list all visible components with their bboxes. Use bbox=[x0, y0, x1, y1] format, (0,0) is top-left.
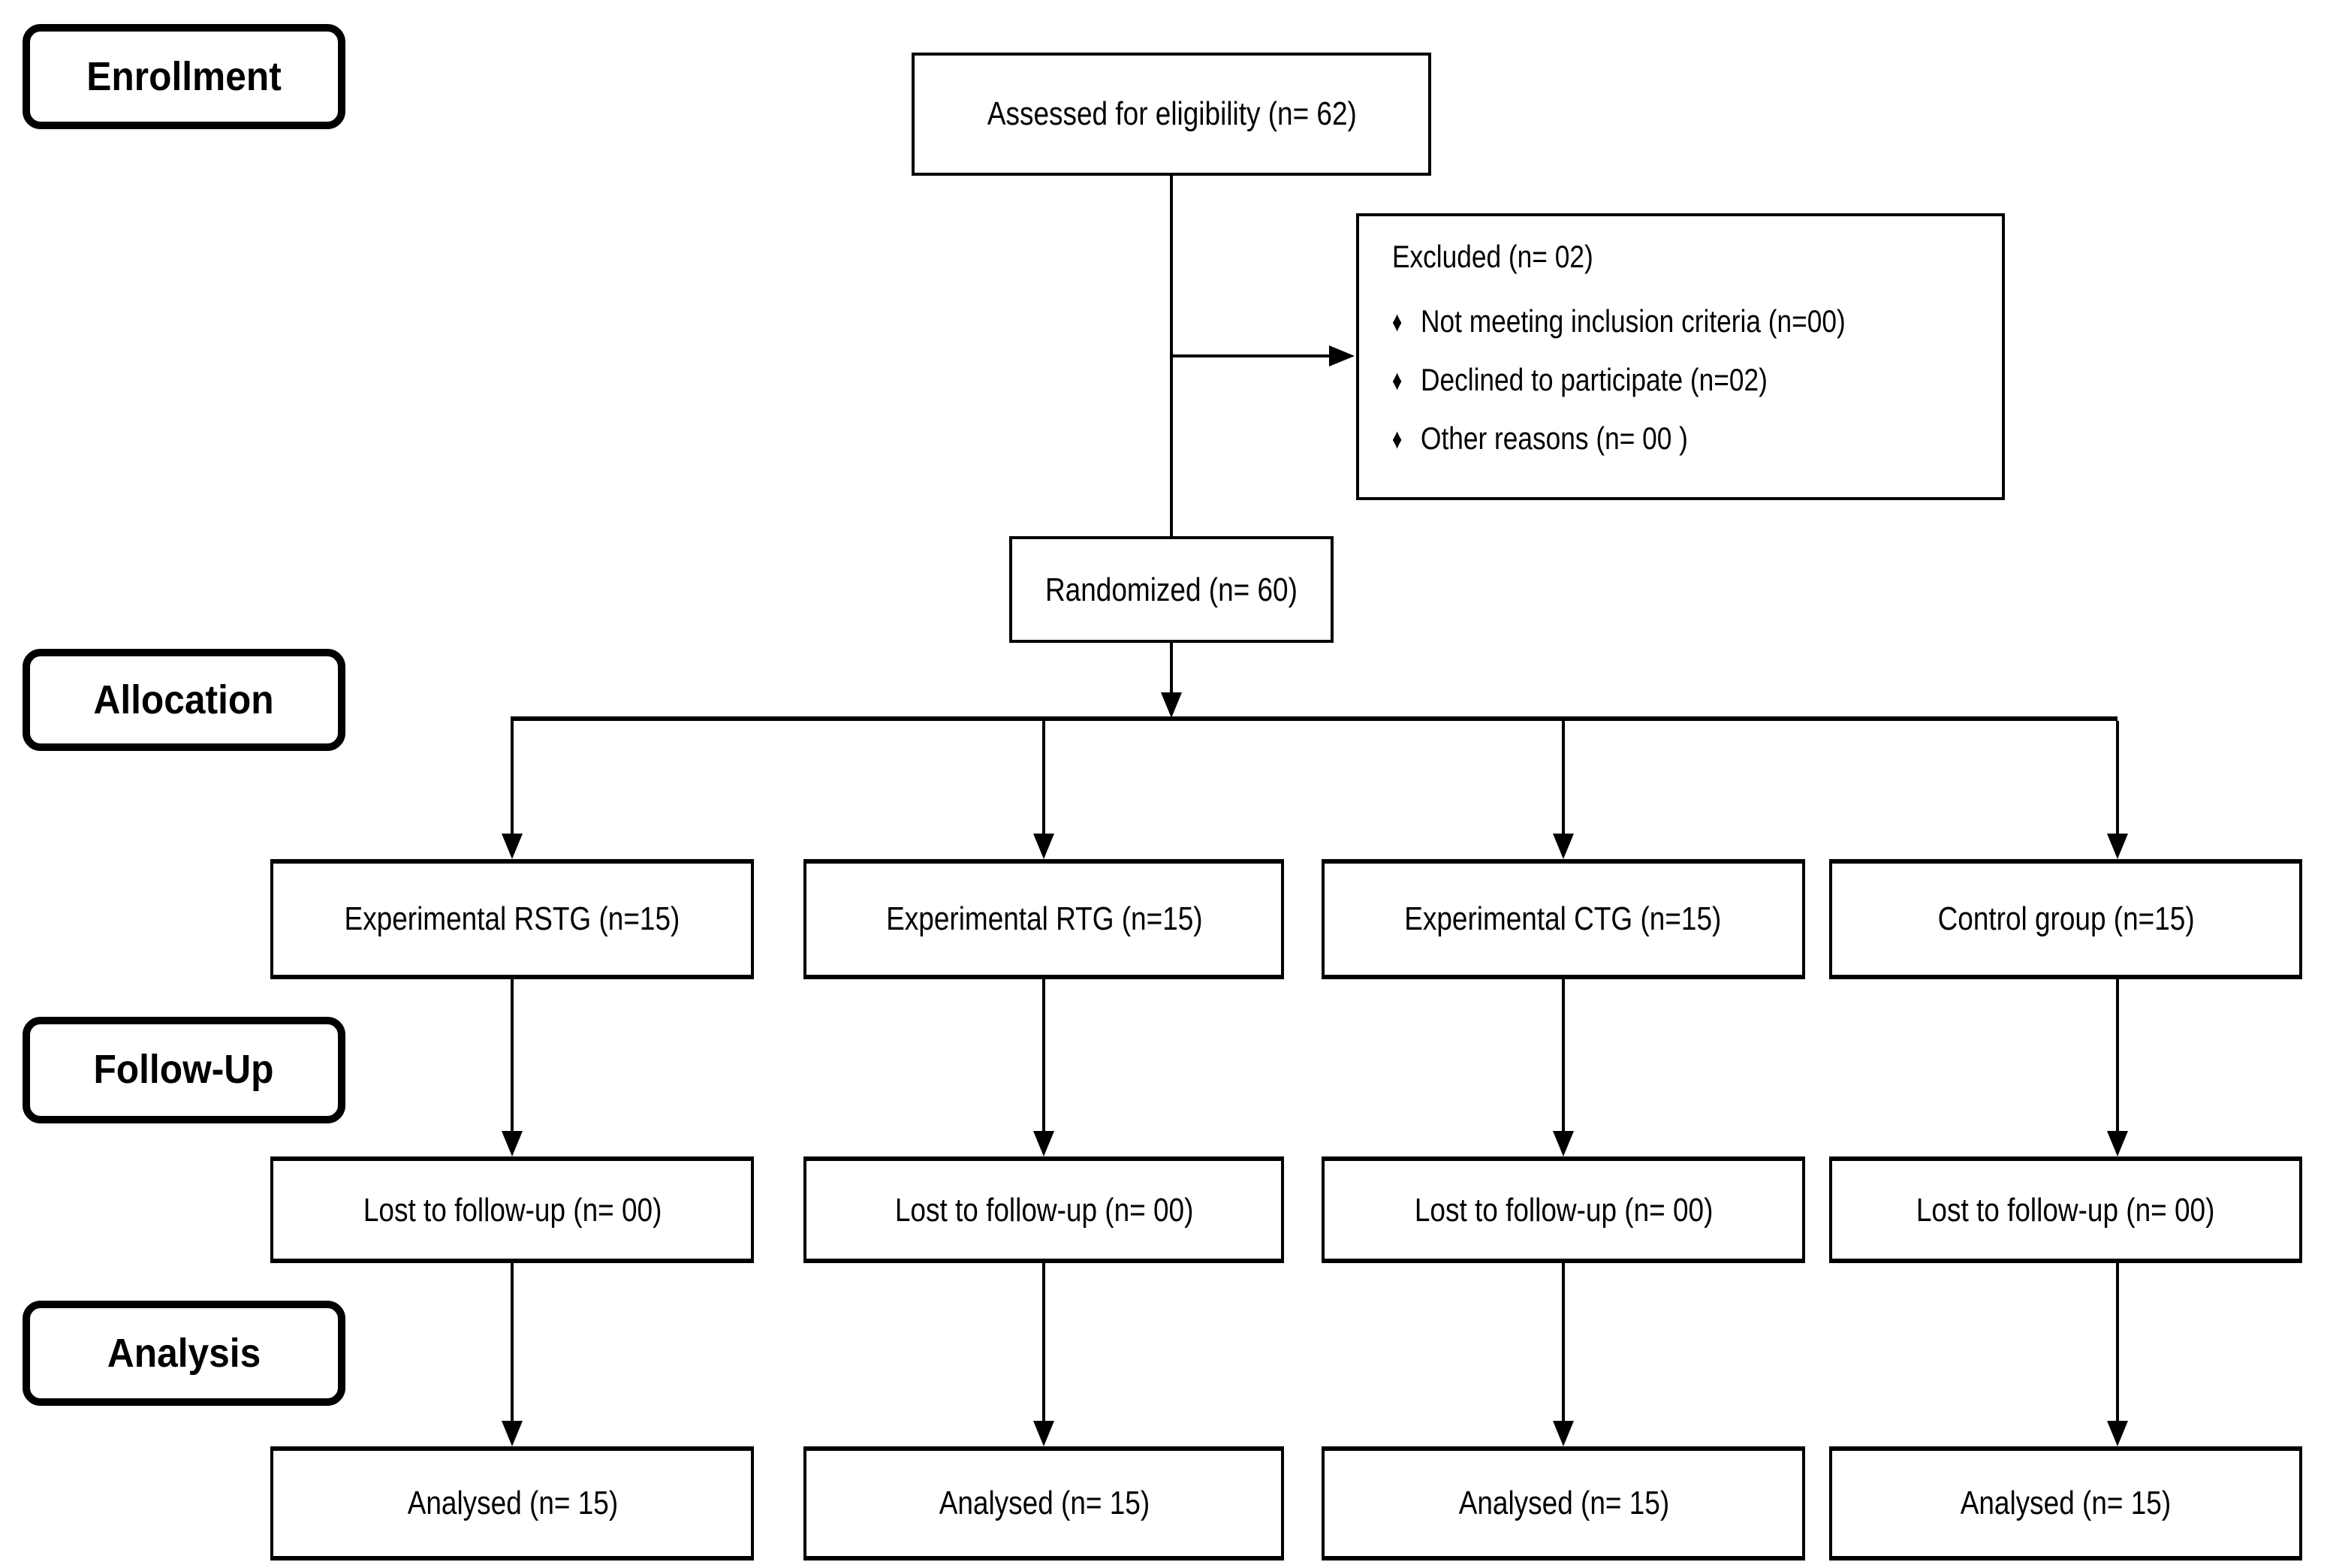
analysed-text-2: Analysed (n= 15) bbox=[938, 1484, 1150, 1522]
arrowhead-down-allocation-4 bbox=[2107, 834, 2128, 859]
branch-distribution-line bbox=[511, 716, 2118, 721]
analysed-box-4: Analysed (n= 15) bbox=[1829, 1446, 2302, 1560]
lost-to-followup-box-1: Lost to follow-up (n= 00) bbox=[270, 1156, 754, 1263]
allocation-box-rstg-text: Experimental RSTG (n=15) bbox=[344, 900, 680, 938]
randomized-text: Randomized (n= 60) bbox=[1045, 570, 1298, 608]
branch-drop-2 bbox=[1042, 721, 1045, 835]
branch-drop-3 bbox=[1562, 721, 1565, 835]
stage-label-followup-text: Follow-Up bbox=[93, 1047, 275, 1092]
excluded-title: Excluded (n= 02) bbox=[1392, 240, 1593, 275]
analysed-box-1: Analysed (n= 15) bbox=[270, 1446, 754, 1560]
connector-lost-analysed-4 bbox=[2116, 1263, 2119, 1421]
connector-randomized-branch bbox=[1170, 643, 1173, 694]
connector-alloc-lost-4 bbox=[2116, 979, 2119, 1132]
analysed-box-2: Analysed (n= 15) bbox=[803, 1446, 1284, 1560]
arrowhead-down-lost-3 bbox=[1553, 1131, 1574, 1156]
arrowhead-down-allocation-2 bbox=[1033, 834, 1054, 859]
arrowhead-right-excluded bbox=[1329, 345, 1355, 366]
excluded-item: ♦ Other reasons (n= 00 ) bbox=[1392, 423, 1738, 459]
lost-to-followup-box-3: Lost to follow-up (n= 00) bbox=[1322, 1156, 1805, 1263]
arrowhead-down-allocation-3 bbox=[1553, 834, 1574, 859]
branch-drop-4 bbox=[2116, 721, 2119, 835]
assessed-box: Assessed for eligibility (n= 62) bbox=[912, 53, 1431, 176]
connector-alloc-lost-3 bbox=[1562, 979, 1565, 1132]
allocation-box-rtg-text: Experimental RTG (n=15) bbox=[885, 900, 1202, 938]
assessed-text: Assessed for eligibility (n= 62) bbox=[986, 95, 1356, 133]
connector-lost-analysed-3 bbox=[1562, 1263, 1565, 1421]
diamond-bullet-icon: ♦ bbox=[1392, 422, 1403, 455]
allocation-box-control: Control group (n=15) bbox=[1829, 859, 2302, 979]
allocation-box-control-text: Control group (n=15) bbox=[1937, 900, 2195, 938]
branch-drop-1 bbox=[511, 721, 514, 835]
lost-to-followup-text-1: Lost to follow-up (n= 00) bbox=[363, 1190, 662, 1229]
arrowhead-down-analysed-3 bbox=[1553, 1421, 1574, 1446]
allocation-box-rstg: Experimental RSTG (n=15) bbox=[270, 859, 754, 979]
diamond-bullet-icon: ♦ bbox=[1392, 363, 1403, 397]
allocation-box-ctg: Experimental CTG (n=15) bbox=[1322, 859, 1805, 979]
connector-excluded-elbow bbox=[1170, 354, 1331, 357]
randomized-box: Randomized (n= 60) bbox=[1009, 536, 1334, 643]
stage-label-analysis: Analysis bbox=[23, 1301, 345, 1406]
allocation-box-rtg: Experimental RTG (n=15) bbox=[803, 859, 1284, 979]
lost-to-followup-text-4: Lost to follow-up (n= 00) bbox=[1916, 1190, 2215, 1229]
analysed-text-4: Analysed (n= 15) bbox=[1960, 1484, 2172, 1522]
analysed-text-1: Analysed (n= 15) bbox=[406, 1484, 618, 1522]
arrowhead-down-analysed-4 bbox=[2107, 1421, 2128, 1446]
arrowhead-down-analysed-2 bbox=[1033, 1421, 1054, 1446]
arrowhead-down-analysed-1 bbox=[502, 1421, 523, 1446]
excluded-item: ♦ Not meeting inclusion criteria (n=00) bbox=[1392, 305, 1926, 341]
lost-to-followup-text-2: Lost to follow-up (n= 00) bbox=[894, 1190, 1193, 1229]
excluded-item-text: Declined to participate (n=02) bbox=[1420, 363, 1768, 399]
analysed-box-3: Analysed (n= 15) bbox=[1322, 1446, 1805, 1560]
lost-to-followup-box-2: Lost to follow-up (n= 00) bbox=[803, 1156, 1284, 1263]
analysed-text-3: Analysed (n= 15) bbox=[1457, 1484, 1669, 1522]
excluded-item-text: Not meeting inclusion criteria (n=00) bbox=[1420, 305, 1846, 340]
connector-lost-analysed-2 bbox=[1042, 1263, 1045, 1421]
stage-label-enrollment: Enrollment bbox=[23, 24, 345, 129]
arrowhead-down-lost-2 bbox=[1033, 1131, 1054, 1156]
diamond-bullet-icon: ♦ bbox=[1392, 304, 1403, 338]
arrowhead-down-lost-4 bbox=[2107, 1131, 2128, 1156]
excluded-item-text: Other reasons (n= 00 ) bbox=[1420, 422, 1688, 457]
connector-alloc-lost-2 bbox=[1042, 979, 1045, 1132]
lost-to-followup-box-4: Lost to follow-up (n= 00) bbox=[1829, 1156, 2302, 1263]
stage-label-followup: Follow-Up bbox=[23, 1017, 345, 1123]
stage-label-enrollment-text: Enrollment bbox=[86, 53, 282, 98]
stage-label-allocation: Allocation bbox=[23, 649, 345, 751]
stage-label-allocation-text: Allocation bbox=[93, 677, 275, 722]
arrowhead-down-lost-1 bbox=[502, 1131, 523, 1156]
connector-alloc-lost-1 bbox=[511, 979, 514, 1132]
connector-lost-analysed-1 bbox=[511, 1263, 514, 1421]
lost-to-followup-text-3: Lost to follow-up (n= 00) bbox=[1414, 1190, 1713, 1229]
stage-label-analysis-text: Analysis bbox=[107, 1330, 261, 1375]
excluded-box: Excluded (n= 02) ♦ Not meeting inclusion… bbox=[1356, 213, 2005, 500]
allocation-box-ctg-text: Experimental CTG (n=15) bbox=[1404, 900, 1723, 938]
excluded-item: ♦ Declined to participate (n=02) bbox=[1392, 363, 1833, 400]
arrowhead-down-allocation-1 bbox=[502, 834, 523, 859]
arrowhead-down-branch bbox=[1161, 692, 1182, 718]
